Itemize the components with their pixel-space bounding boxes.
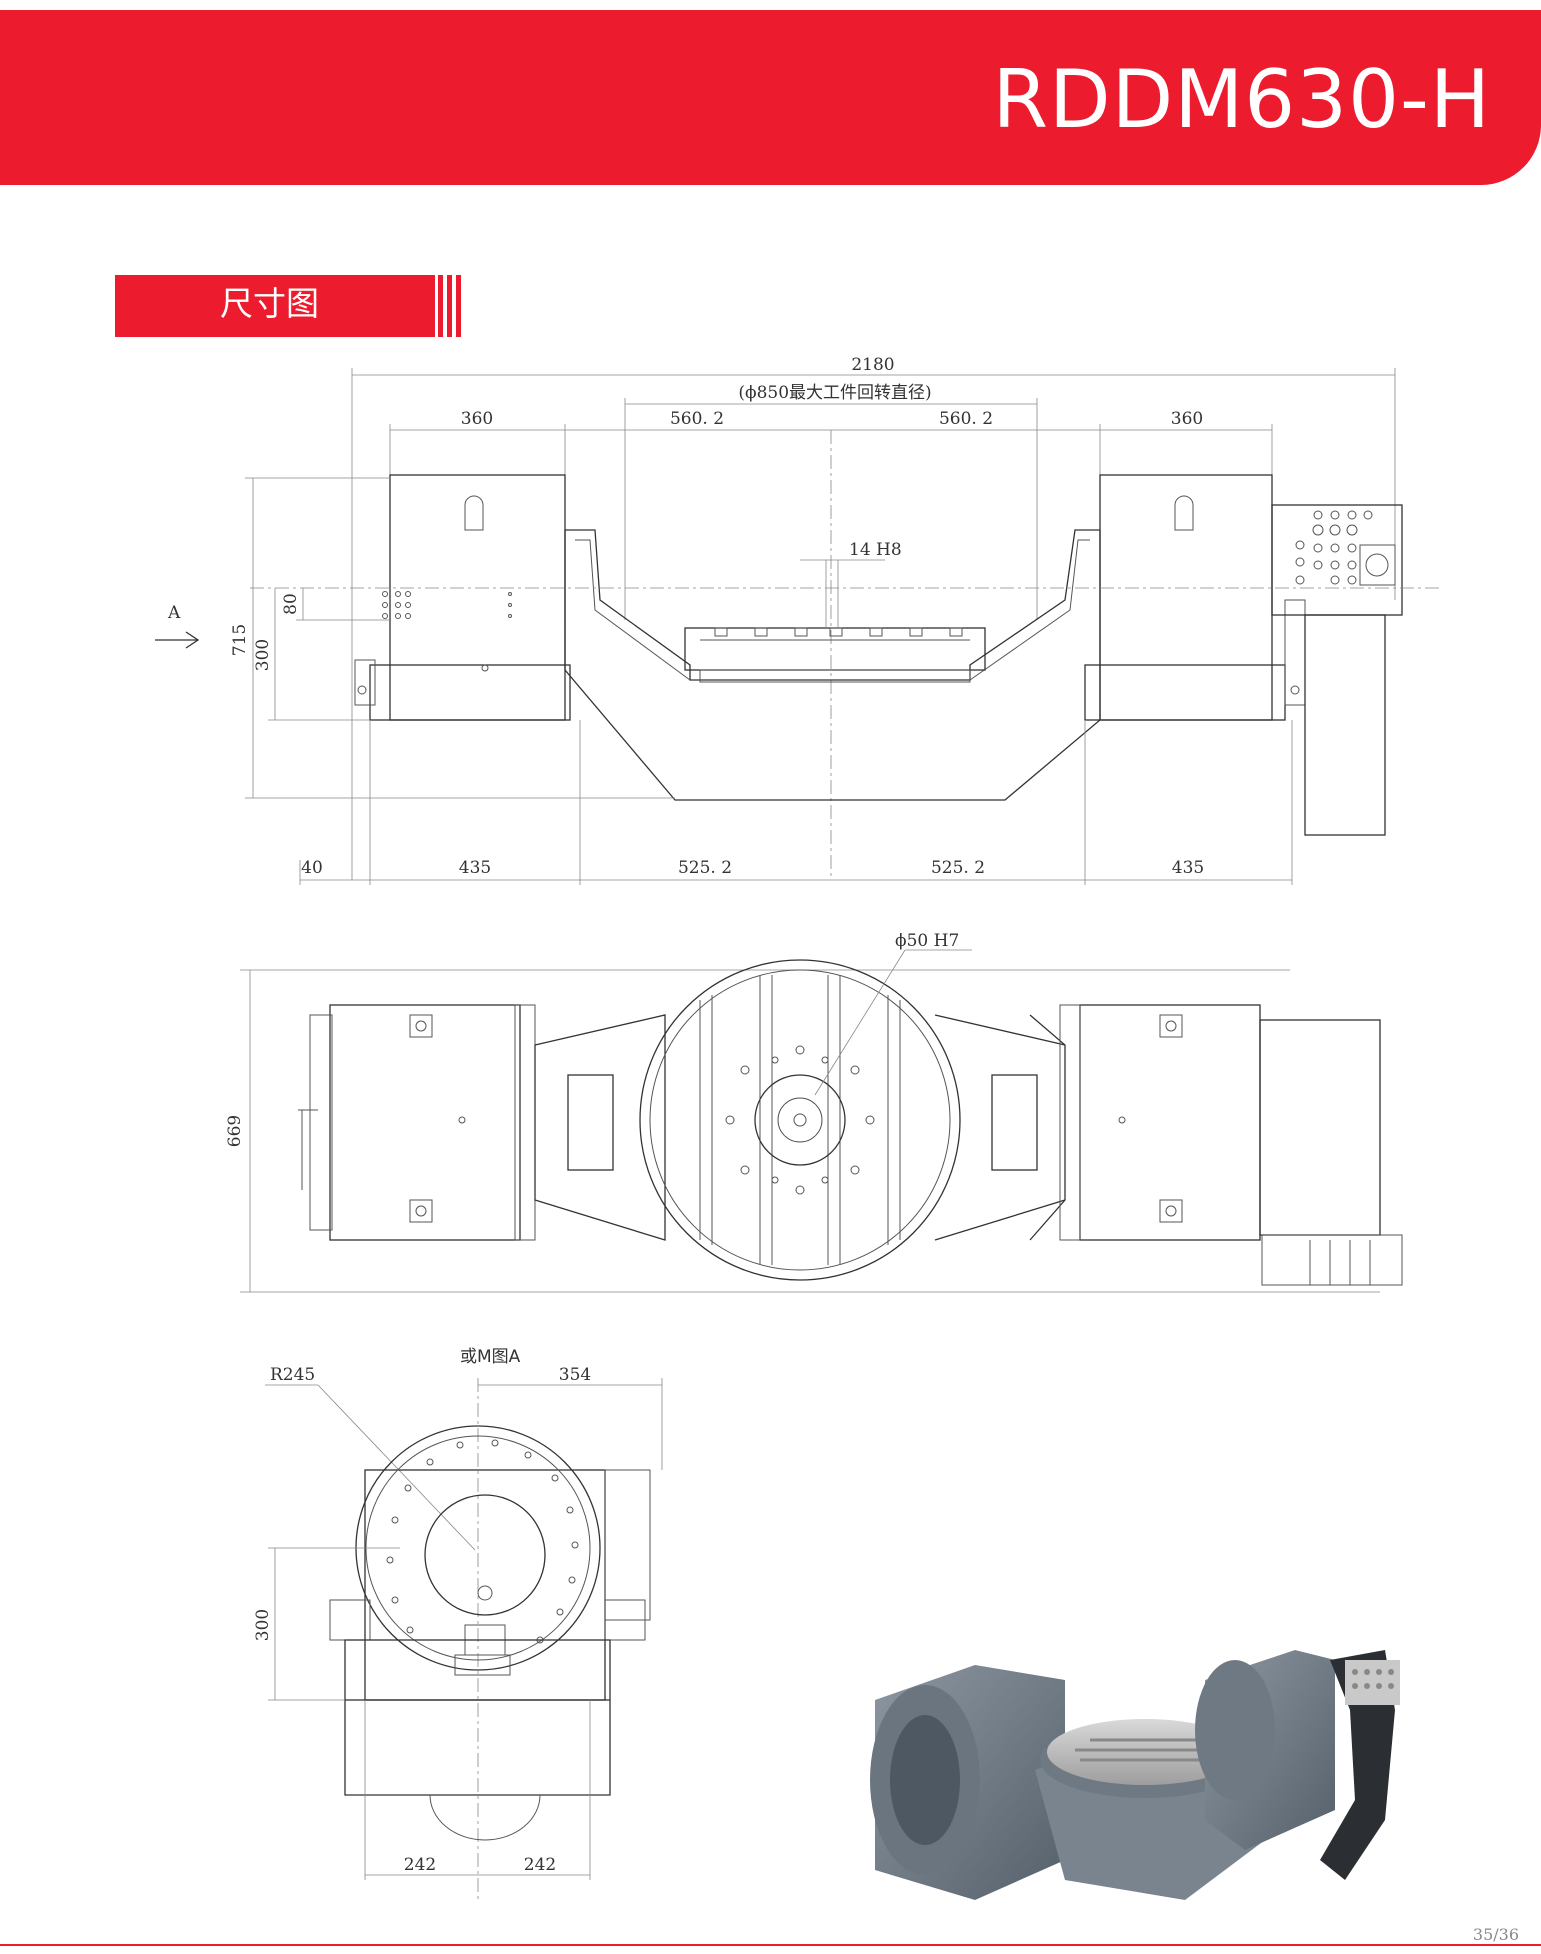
product-photo	[870, 1650, 1400, 1900]
dim-bottom-offset: 40	[301, 858, 323, 878]
header-band: RDDM630-H	[0, 10, 1541, 185]
dim-max-swing: (ϕ850最大工件回转直径)	[738, 383, 931, 403]
model-title: RDDM630-H	[992, 53, 1491, 146]
section-tag-label: 尺寸图	[220, 284, 319, 323]
dim-top-center-right: 560. 2	[939, 409, 993, 429]
dim-bottom-left: 435	[459, 858, 491, 878]
dim-overall-width: 2180	[851, 355, 894, 375]
dim-height-offset: 80	[281, 593, 301, 615]
dim-bottom-right: 435	[1172, 858, 1204, 878]
dim-top-left: 360	[461, 409, 493, 429]
view-arrow-label: A	[167, 603, 181, 623]
tag-bar-2	[447, 275, 452, 337]
dim-top-center-left: 560. 2	[670, 409, 724, 429]
dim-base-left: 242	[404, 1855, 436, 1875]
section-tag: 尺寸图	[115, 275, 435, 337]
tag-bar-3	[456, 275, 461, 337]
top-view: 669	[225, 931, 1403, 1293]
dim-bore: ϕ50 H7	[895, 931, 959, 951]
dim-base-right: 242	[524, 1855, 556, 1875]
side-view: 或M图A R245 354 242 242	[253, 1347, 663, 1900]
dim-bottom-center-right: 525. 2	[931, 858, 985, 878]
dim-width-right: 354	[559, 1365, 591, 1385]
dim-radius: R245	[270, 1365, 315, 1385]
dim-height-axis: 300	[253, 639, 273, 671]
dim-top-right: 360	[1171, 409, 1203, 429]
dim-slot: 14 H8	[849, 540, 902, 560]
dim-depth: 669	[225, 1115, 245, 1147]
dim-axis-height: 300	[253, 1609, 273, 1641]
dim-bottom-center-left: 525. 2	[678, 858, 732, 878]
page-number: 35/36	[1468, 1925, 1523, 1944]
tag-bar-1	[438, 275, 443, 337]
footer-line	[0, 1944, 1541, 1946]
front-view: 2180 (ϕ850最大工件回转直径) 360 560. 2 560. 2 36…	[155, 355, 1440, 885]
side-view-title: 或M图A	[460, 1347, 521, 1367]
dim-height-total: 715	[230, 624, 250, 656]
